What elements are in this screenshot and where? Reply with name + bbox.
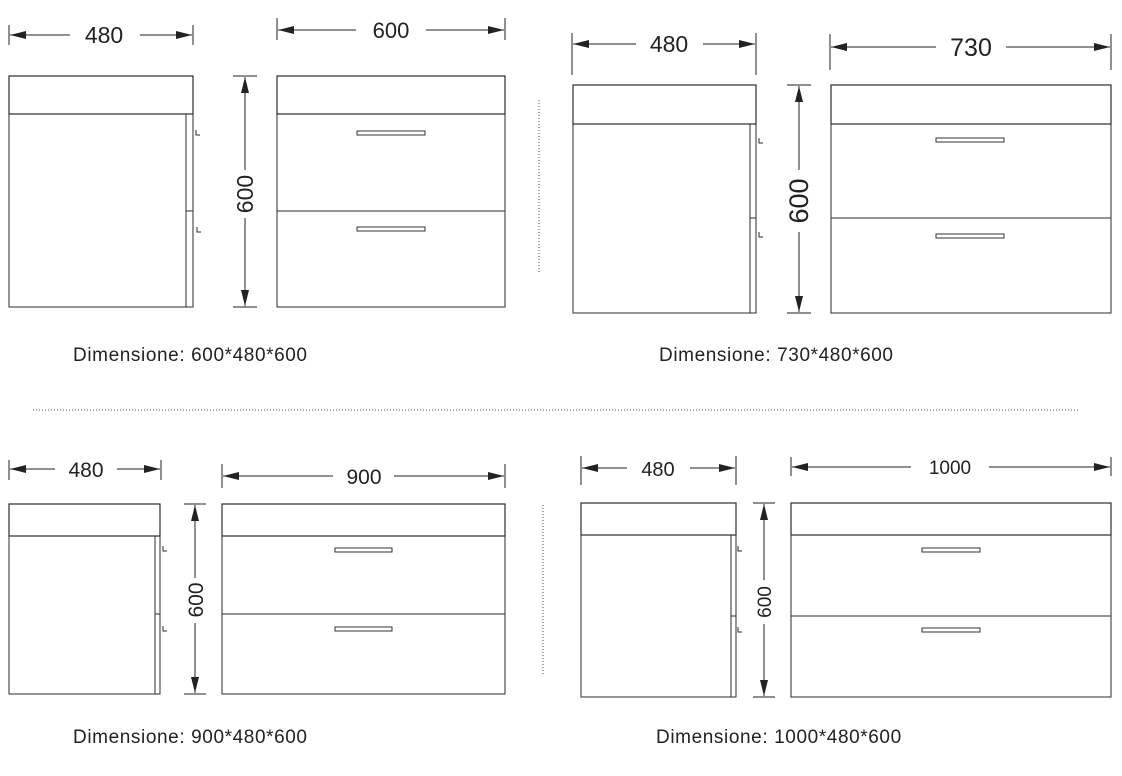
side-view [8,75,201,308]
front-width-label: 1000 [929,458,971,479]
front-width-label: 600 [373,18,410,43]
side-view [572,84,763,314]
side-width-dimension: 480 [8,22,194,48]
side-width-dimension: 480 [571,31,757,75]
caption-panel-2: Dimensione: 730*480*600 [659,345,894,367]
front-width-dimension: 900 [221,464,506,489]
side-width-label: 480 [650,31,688,57]
side-width-label: 480 [68,459,103,482]
height-label: 600 [755,586,776,618]
height-dimension: 600 [753,502,776,698]
caption-panel-4: Dimensione: 1000*480*600 [656,727,902,749]
side-width-label: 480 [641,459,674,481]
caption-prefix: Dimensione: [73,345,186,366]
front-view [276,75,506,308]
side-view [580,502,742,698]
drawer-handle [356,130,426,136]
panel-1: 480 600 600 [8,18,506,308]
side-width-dimension: 480 [8,459,162,482]
front-view [790,502,1112,698]
front-view [221,503,506,695]
front-width-dimension: 730 [829,34,1112,70]
panel-4: 480 600 1000 [580,456,1112,698]
side-width-label: 480 [85,22,123,48]
side-width-dimension: 480 [580,456,737,485]
panel-3: 480 600 900 [8,459,506,695]
front-width-label: 900 [346,466,381,489]
drawer-handle [935,137,1005,143]
caption-value: 730*480*600 [777,345,894,366]
height-label: 600 [185,582,208,617]
caption-value: 900*480*600 [191,727,308,748]
drawer-handle [935,233,1005,239]
drawer-handle [356,226,426,232]
height-label: 600 [784,178,814,223]
drawer-handle [921,547,981,553]
height-dimension: 600 [784,84,814,314]
front-width-dimension: 1000 [790,457,1112,479]
front-width-label: 730 [950,34,992,62]
caption-panel-1: Dimensione: 600*480*600 [73,345,308,367]
front-view [830,84,1112,314]
height-dimension: 600 [184,503,208,695]
side-view [8,503,167,695]
caption-prefix: Dimensione: [73,727,186,748]
caption-value: 1000*480*600 [774,727,902,748]
caption-prefix: Dimensione: [659,345,772,366]
caption-value: 600*480*600 [191,345,308,366]
drawer-handle [334,626,393,632]
front-width-dimension: 600 [276,18,506,43]
height-label: 600 [232,175,258,213]
caption-prefix: Dimensione: [656,727,769,748]
panel-2: 480 600 730 [571,31,1112,314]
drawer-handle [334,547,393,553]
height-dimension: 600 [232,75,258,308]
drawer-handle [921,627,981,633]
caption-panel-3: Dimensione: 900*480*600 [73,727,308,749]
